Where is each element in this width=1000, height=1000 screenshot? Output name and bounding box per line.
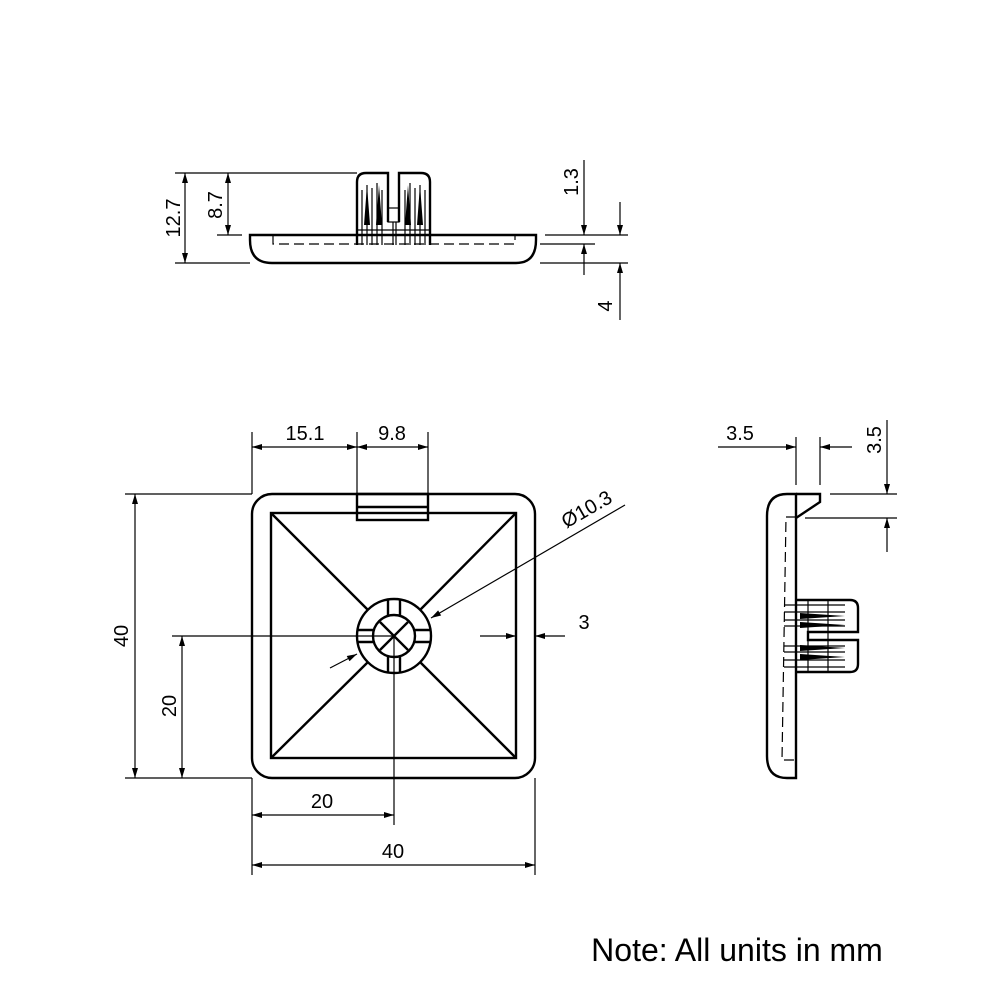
dim-label-diameter: Ø10.3 <box>558 487 616 533</box>
dim-12-7: 12.7 <box>163 172 357 264</box>
dim-label-40-horizontal: 40 <box>382 841 404 863</box>
dim-20-vertical: 20 <box>159 635 394 778</box>
dim-label-40-vertical: 40 <box>111 625 133 647</box>
dim-label-1-3: 1.3 <box>561 168 583 196</box>
top-hidden-recess <box>272 235 516 245</box>
dim-label-8-7: 8.7 <box>205 191 227 219</box>
dim-1-3: 1.3 <box>540 160 628 275</box>
dim-label-3-5-horizontal: 3.5 <box>726 423 754 445</box>
side-plate <box>765 492 798 780</box>
front-diagonals <box>270 512 517 759</box>
dim-label-15-1: 15.1 <box>286 423 325 445</box>
top-stem-right <box>397 171 432 245</box>
units-note: Note: All units in mm <box>591 932 883 968</box>
dim-3-5-vertical: 3.5 <box>805 420 897 552</box>
side-lip <box>795 492 822 519</box>
dim-3-5-horizontal: 3.5 <box>718 423 852 485</box>
dim-label-9-8: 9.8 <box>378 423 406 445</box>
top-slot <box>387 207 400 223</box>
side-view: 3.5 3.5 <box>718 420 897 780</box>
dim-label-4: 4 <box>595 300 617 311</box>
side-stem-teeth <box>800 613 845 660</box>
dim-20-horizontal: 20 <box>251 636 536 875</box>
side-stem-ribs <box>784 600 845 672</box>
dim-40-horizontal: 40 <box>252 841 535 868</box>
dim-label-3: 3 <box>578 612 589 634</box>
top-view: 12.7 8.7 1.3 4 <box>163 160 628 320</box>
dim-3: 3 <box>480 612 590 639</box>
dim-label-12-7: 12.7 <box>163 199 185 238</box>
dim-4: 4 <box>595 202 623 320</box>
dim-15-1: 15.1 <box>251 423 429 494</box>
dim-label-20-horizontal: 20 <box>311 791 333 813</box>
front-view: 15.1 9.8 Ø10.3 3 40 20 20 <box>111 423 626 875</box>
side-hidden-line <box>781 516 796 761</box>
top-stem-teeth <box>364 185 423 225</box>
dim-label-3-5-vertical: 3.5 <box>864 426 886 454</box>
top-plate <box>248 233 538 265</box>
front-hub-notches <box>357 599 431 673</box>
dim-8-7: 8.7 <box>205 173 242 236</box>
dim-9-8: 9.8 <box>357 423 428 450</box>
top-stem-left <box>355 171 390 245</box>
dim-label-20-vertical: 20 <box>159 695 181 717</box>
side-stem <box>796 598 860 674</box>
dim-40-vertical: 40 <box>111 493 252 779</box>
